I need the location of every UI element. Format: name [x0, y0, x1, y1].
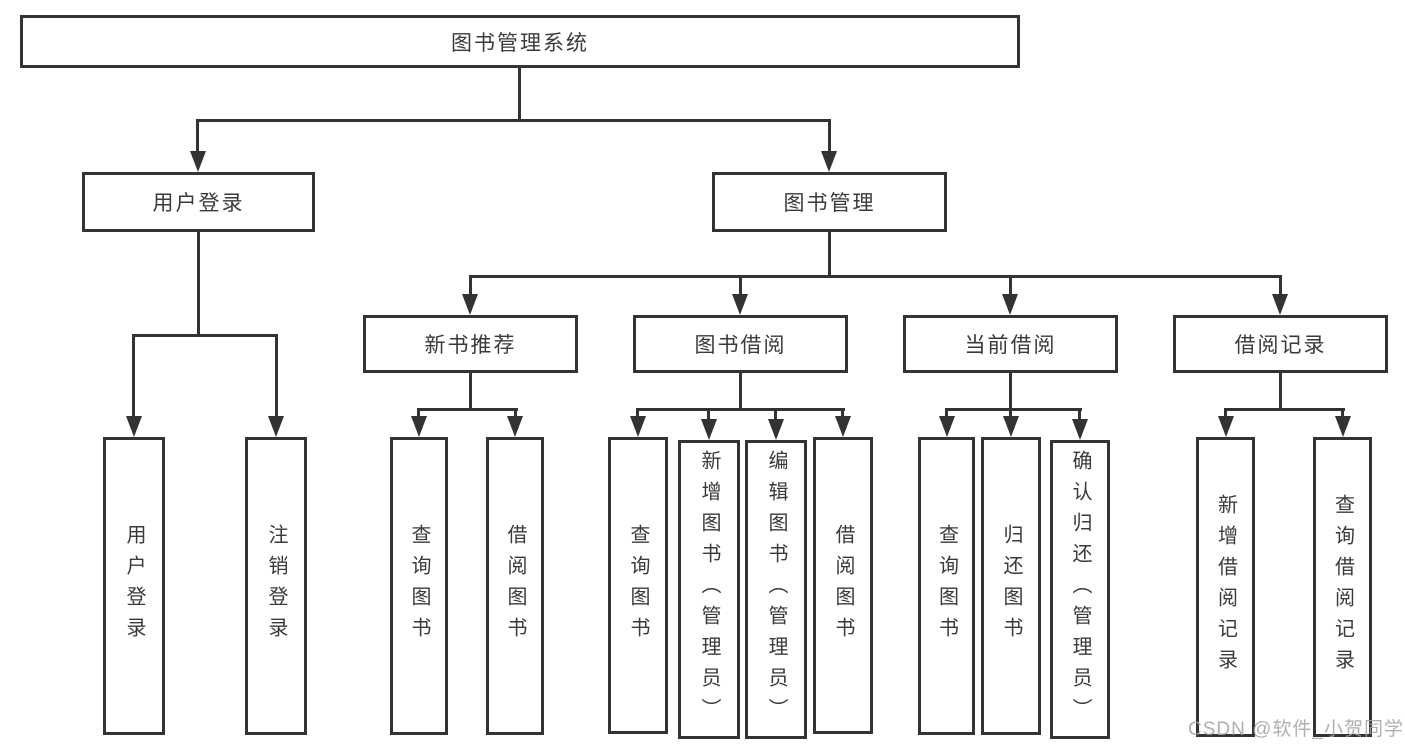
tree-connector-line: [707, 408, 710, 422]
arrow-down-icon: [190, 151, 206, 172]
tree-connector-line: [132, 334, 278, 337]
tree-connector-line: [1224, 408, 1227, 420]
node-book-borrowing: 图书借阅: [633, 315, 848, 373]
tree-connector-line: [1009, 408, 1012, 420]
tree-connector-line: [1341, 408, 1344, 420]
tree-connector-line: [196, 119, 199, 155]
arrow-down-icon: [835, 416, 851, 437]
arrow-down-icon: [507, 416, 523, 437]
arrow-down-icon: [1218, 416, 1234, 437]
tree-connector-line: [417, 408, 420, 420]
arrow-down-icon: [462, 294, 478, 315]
tree-connector-line: [828, 232, 831, 278]
arrow-down-icon: [411, 416, 427, 437]
arrow-down-icon: [1335, 416, 1351, 437]
tree-connector-line: [1279, 275, 1282, 297]
node-library-management-system: 图书管理系统: [20, 15, 1020, 68]
arrow-down-icon: [701, 419, 717, 440]
tree-connector-line: [774, 408, 777, 422]
arrow-down-icon: [1003, 416, 1019, 437]
tree-connector-line: [514, 408, 517, 420]
tree-connector-line: [469, 275, 472, 297]
tree-connector-line: [518, 68, 521, 122]
arrow-down-icon: [1002, 294, 1018, 315]
tree-connector-line: [1009, 275, 1012, 297]
tree-connector-line: [1078, 408, 1081, 422]
leaf-borrow-books: 借阅图书: [813, 437, 873, 734]
leaf-query-books-current: 查询图书: [918, 437, 975, 735]
leaf-query-borrow-record: 查询借阅记录: [1313, 437, 1372, 737]
tree-connector-line: [196, 119, 831, 122]
tree-connector-line: [636, 408, 639, 420]
leaf-borrow-books-recommend: 借阅图书: [486, 437, 544, 735]
tree-connector-line: [739, 275, 742, 297]
arrow-down-icon: [268, 416, 284, 437]
leaf-add-borrow-record: 新增借阅记录: [1196, 437, 1255, 737]
arrow-down-icon: [821, 151, 837, 172]
node-current-borrowing: 当前借阅: [903, 315, 1118, 373]
tree-connector-line: [469, 373, 472, 411]
arrow-down-icon: [630, 416, 646, 437]
tree-connector-line: [945, 408, 1082, 411]
tree-connector-line: [841, 408, 844, 420]
leaf-logout: 注销登录: [245, 437, 307, 735]
leaf-user-login: 用户登录: [103, 437, 165, 735]
tree-connector-line: [275, 334, 278, 418]
node-book-management: 图书管理: [712, 172, 947, 232]
leaf-return-books: 归还图书: [981, 437, 1041, 735]
tree-connector-line: [197, 232, 200, 336]
leaf-query-books-recommend: 查询图书: [390, 437, 448, 735]
tree-connector-line: [739, 373, 742, 411]
tree-connector-line: [1279, 373, 1282, 411]
tree-connector-line: [1009, 373, 1012, 411]
arrow-down-icon: [768, 419, 784, 440]
arrow-down-icon: [1072, 419, 1088, 440]
arrow-down-icon: [732, 294, 748, 315]
leaf-query-books-borrow: 查询图书: [608, 437, 668, 734]
tree-connector-line: [828, 119, 831, 155]
arrow-down-icon: [1272, 294, 1288, 315]
node-user-login: 用户登录: [82, 172, 315, 232]
leaf-edit-books-admin: 编辑图书（管理员）: [745, 440, 807, 739]
tree-connector-line: [132, 334, 135, 418]
tree-connector-line: [417, 408, 518, 411]
leaf-add-books-admin: 新增图书（管理员）: [678, 440, 740, 739]
tree-connector-line: [636, 408, 845, 411]
csdn-watermark: CSDN @软件_小贺同学: [1188, 719, 1404, 740]
arrow-down-icon: [126, 416, 142, 437]
node-borrow-records: 借阅记录: [1173, 315, 1388, 373]
tree-connector-line: [469, 275, 1282, 278]
tree-connector-line: [945, 408, 948, 420]
tree-connector-line: [1224, 408, 1345, 411]
node-new-book-recommend: 新书推荐: [363, 315, 578, 373]
arrow-down-icon: [939, 416, 955, 437]
leaf-confirm-return-admin: 确认归还（管理员）: [1050, 440, 1110, 739]
